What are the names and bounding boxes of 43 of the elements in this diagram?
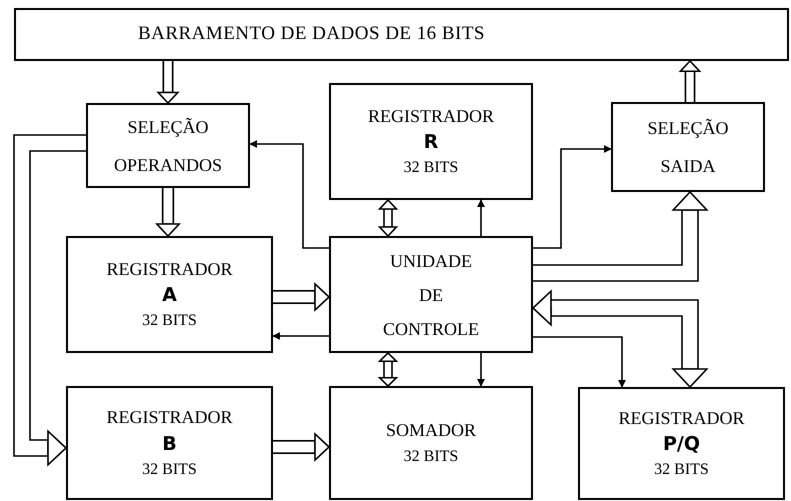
control-unit-box (329, 236, 533, 353)
register-letter: P/Q (662, 435, 700, 454)
register-box (66, 386, 273, 500)
register-letter: A (162, 286, 177, 306)
selector-box (611, 102, 765, 192)
block-title: REGISTRADOR (106, 258, 232, 280)
block-title: SOMADOR (386, 418, 476, 442)
block-title: REGISTRADOR (618, 406, 744, 430)
double-bus-arrow (378, 352, 398, 387)
register-box (578, 387, 785, 500)
double-bus-arrow (532, 290, 708, 388)
register-letter: B (162, 434, 177, 454)
arrow (249, 140, 329, 249)
block-width-text: 32 BITS (142, 311, 197, 332)
bus-arrow (272, 433, 330, 461)
bus-arrow (272, 283, 330, 311)
bus-title: BARRAMENTO DE DADOS DE 16 BITS (138, 22, 485, 46)
arrow (533, 145, 612, 249)
arrow (533, 336, 626, 388)
arrow (272, 332, 329, 340)
arrow (477, 199, 485, 236)
register-letter: R (424, 133, 438, 152)
bus-arrow (532, 191, 708, 282)
double-bus-arrow (378, 199, 398, 237)
block-title: REGISTRADOR (106, 406, 232, 429)
selector-box (86, 103, 250, 188)
bus-arrow (680, 60, 700, 103)
register-box (66, 236, 273, 353)
adder-box (329, 386, 533, 500)
bus-arrow (156, 187, 180, 237)
arrow (477, 353, 485, 387)
block-title: REGISTRADOR (368, 104, 494, 128)
bus-arrow (157, 60, 179, 104)
register-box (329, 83, 533, 200)
bus-bar (14, 8, 789, 61)
block-width-text: 32 BITS (142, 460, 197, 480)
bus-arrow (13, 134, 87, 466)
block-title: UNIDADE DE CONTROLE (382, 250, 480, 340)
block-title: SELEÇÃO OPERANDOS (112, 116, 224, 176)
block-title: SELEÇÃO SAIDA (646, 117, 730, 178)
block-width-text: 32 BITS (404, 447, 458, 468)
block-width-text: 32 BITS (654, 460, 709, 480)
block-width-text: 32 BITS (404, 158, 458, 178)
